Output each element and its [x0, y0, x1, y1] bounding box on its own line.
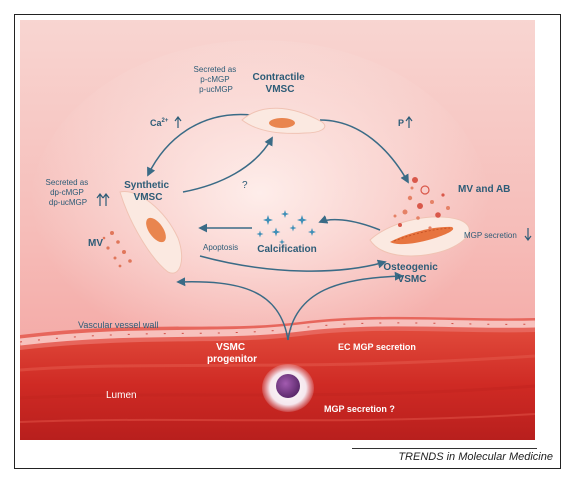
apoptosis-label: Apoptosis	[203, 243, 238, 252]
secreted-left-up-arrows-icon	[96, 193, 110, 206]
arrow-osteogenic-to-calcification	[318, 215, 381, 231]
progenitor-cell	[262, 364, 314, 412]
lumen-label: Lumen	[106, 390, 137, 401]
arrow-progenitor-to-osteogenic	[287, 271, 404, 341]
p-label: P	[398, 118, 404, 128]
mv-label: MV	[88, 238, 103, 249]
synthetic-label: Synthetic VMSC	[124, 180, 172, 203]
p-up-arrow-icon	[405, 116, 413, 128]
ca-label: Ca2+	[150, 118, 169, 128]
lumen-streak-2	[20, 384, 535, 400]
mgp-secretion-q-label: MGP secretion ?	[324, 404, 395, 414]
source-credit: TRENDS in Molecular Medicine	[398, 451, 553, 463]
arrow-contractile-to-osteogenic	[319, 119, 409, 184]
calcification-label: Calcification	[257, 244, 316, 255]
endothelium-layer	[20, 319, 535, 346]
calcification-crystals	[256, 210, 316, 245]
vessel-wall-label: Vascular vessel wall	[78, 320, 158, 330]
mv-ab-label: MV and AB	[458, 184, 510, 195]
contractile-label: Contractile VMSC	[252, 72, 307, 95]
osteogenic-label: Osteogenic VSMC	[383, 262, 440, 285]
arrow-synthetic-to-contractile	[182, 136, 273, 193]
ec-mgp-label: EC MGP secretion	[338, 342, 416, 352]
question-label: ?	[242, 180, 248, 191]
mgp-secretion-label: MGP secretion	[464, 231, 517, 240]
osteogenic-cell	[369, 216, 470, 257]
lumen-streak-3	[20, 413, 535, 423]
contractile-cell	[241, 107, 326, 134]
arrow-synthetic-to-osteogenic	[199, 255, 387, 272]
synthetic-cell	[119, 191, 183, 274]
source-rule	[352, 448, 537, 449]
mv-vesicles-left	[102, 231, 132, 268]
secreted-top-label: Secreted as p-cMGP p-ucMGP	[194, 65, 239, 94]
mv-ab-vesicles	[393, 177, 450, 230]
arrow-contractile-to-synthetic	[147, 113, 253, 177]
mgp-vsmc-diagram: Contractile VMSC Secreted as p-cMGP p-uc…	[20, 20, 535, 440]
ca-up-arrow-icon	[174, 116, 182, 128]
lumen-streak-1	[20, 354, 535, 372]
background-glow	[30, 40, 490, 380]
arrow-progenitor-to-synthetic	[176, 277, 289, 341]
progenitor-label: VSMC progenitor	[207, 342, 257, 365]
secreted-left-label: Secreted as dp-cMGP dp-ucMGP	[46, 178, 91, 207]
mgp-down-arrow-icon	[524, 228, 532, 241]
